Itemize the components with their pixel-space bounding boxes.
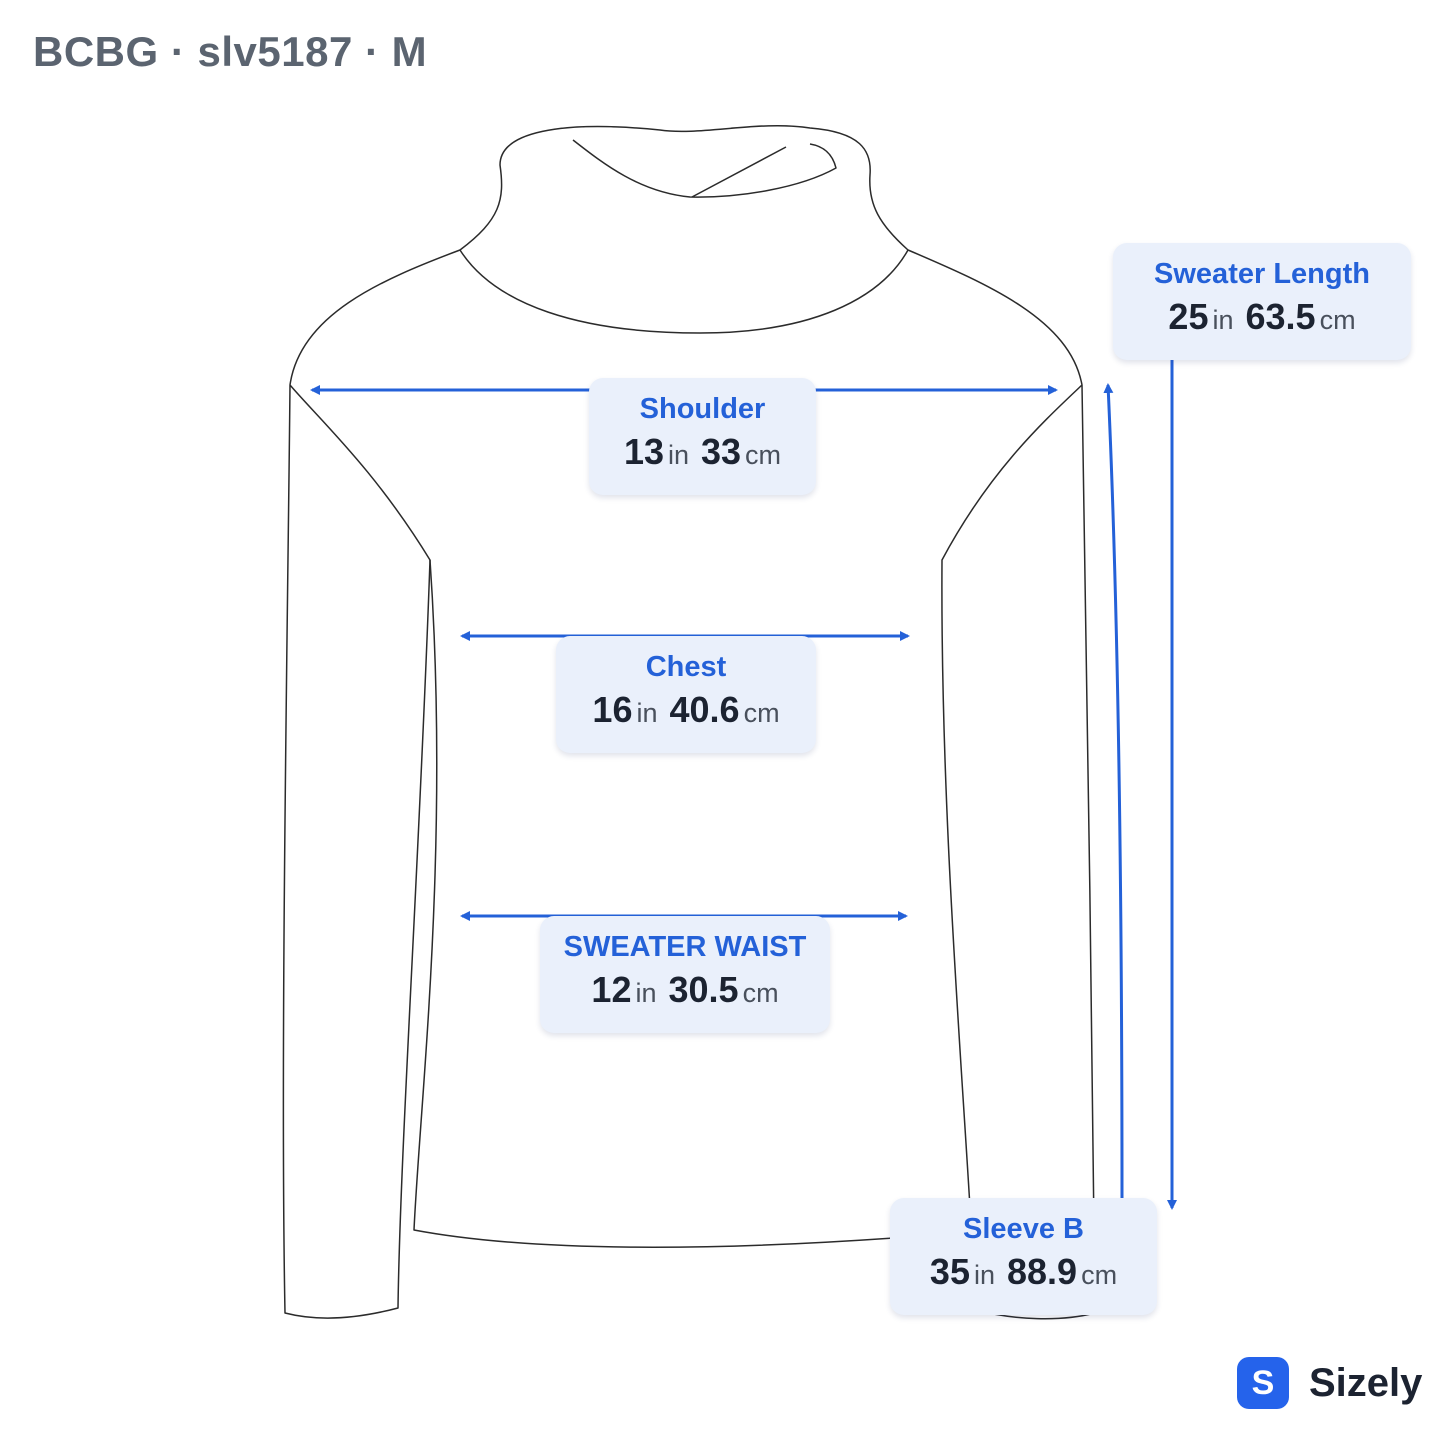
hem-outline xyxy=(413,559,971,1248)
sweater-outline xyxy=(282,124,1096,1320)
collar-outline xyxy=(459,124,909,334)
shoulder-inches: 13 xyxy=(623,431,664,472)
cm-unit: cm xyxy=(745,440,782,470)
cm-unit: cm xyxy=(742,978,779,1008)
inch-unit: in xyxy=(973,1260,995,1290)
brand-logo: S Sizely xyxy=(1237,1355,1422,1411)
length-label: Sweater Length xyxy=(1154,258,1370,290)
cm-unit: cm xyxy=(1319,305,1356,335)
sleeve-cm: 88.9 xyxy=(1006,1251,1078,1292)
inch-unit: in xyxy=(1212,305,1234,335)
sizely-logo-icon: S xyxy=(1237,1357,1289,1409)
body-outline-right xyxy=(907,249,1096,1320)
collar-crease xyxy=(691,146,787,198)
brand-name: Sizely xyxy=(1309,1360,1423,1405)
length-cm: 63.5 xyxy=(1245,296,1316,337)
shoulder-label: Shoulder xyxy=(639,393,766,425)
sleeve-label: Sleeve B xyxy=(963,1213,1084,1245)
sleeve-arrow xyxy=(1103,383,1124,1201)
body-outline xyxy=(282,249,461,1319)
chest-inches: 16 xyxy=(592,689,633,730)
chest-cm: 40.6 xyxy=(669,689,740,730)
shoulder-cm: 33 xyxy=(701,431,742,472)
length-inches: 25 xyxy=(1168,296,1209,337)
inch-unit: in xyxy=(667,440,689,470)
waist-inches: 12 xyxy=(591,969,632,1010)
collar-fold xyxy=(572,139,837,198)
inch-unit: in xyxy=(636,698,658,728)
page-title: BCBG · slv5187 · M xyxy=(33,28,428,75)
waist-label: SWEATER WAIST xyxy=(563,931,807,963)
cm-unit: cm xyxy=(1081,1260,1118,1290)
chest-label: Chest xyxy=(645,651,727,683)
inch-unit: in xyxy=(635,978,657,1008)
cm-unit: cm xyxy=(743,698,780,728)
waist-cm: 30.5 xyxy=(668,969,739,1010)
measure-arrows xyxy=(310,355,1177,1210)
sleeve-inches: 35 xyxy=(929,1251,970,1292)
